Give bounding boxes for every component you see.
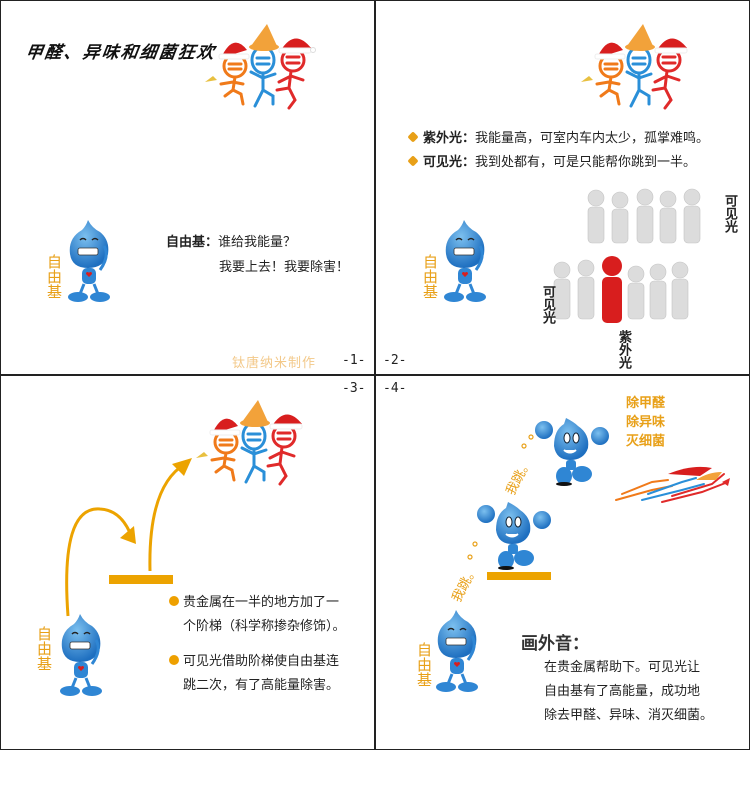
crowd-label-ultraviolet: 紫外光 xyxy=(616,330,631,369)
bullet-2-line-2: 跳二次，有了高能量除害。 xyxy=(183,678,340,693)
people-crowd-illustration-icon xyxy=(552,186,722,336)
crowd-label-left: 可见光 xyxy=(540,285,555,324)
jump-trail-dots xyxy=(376,376,750,754)
narration-heading: 画外音： xyxy=(521,634,589,654)
narration-line-3: 除去甲醛、异味、消灭细菌。 xyxy=(544,708,714,723)
party-stick-figures-icon xyxy=(579,24,701,110)
credit-text: 钛唐纳米制作 xyxy=(232,356,317,371)
crowd-label-top-right: 可见光 xyxy=(722,194,737,233)
page-number: -2- xyxy=(383,353,407,368)
circle-bullet-icon xyxy=(169,655,179,665)
speech-text-1: 谁给我能量？ xyxy=(218,235,297,250)
bullet-visible-light: 可见光：我到处都有，可是只能帮你跳到一半。 xyxy=(407,153,697,173)
comic-panel-3: -3- 自 xyxy=(0,376,374,750)
bullet-2-line-1: 可见光借助阶梯使自由基连 xyxy=(169,652,339,672)
bullet-text: 可见光借助阶梯使自由基连 xyxy=(183,654,340,669)
character-label: 自由基 xyxy=(35,626,53,671)
free-radical-character-worried-icon xyxy=(440,218,492,304)
panel-title: 甲醛、异味和细菌狂欢 xyxy=(24,43,218,63)
speech-line-2: 我要上去！我要除害！ xyxy=(219,260,350,275)
diamond-bullet-icon xyxy=(407,131,419,143)
bullet-ultraviolet: 紫外光：我能量高，可室内车内太少，孤掌难鸣。 xyxy=(407,129,710,149)
page-number: -4- xyxy=(383,381,407,396)
jump-arrows-icon xyxy=(0,376,374,754)
party-stick-figures-icon xyxy=(194,400,316,486)
bullet-term: 紫外光 xyxy=(423,131,463,146)
bullet-text: 我能量高，可室内车内太少，孤掌难鸣。 xyxy=(475,131,710,146)
effect-kill-bacteria: 灭细菌 xyxy=(626,434,666,449)
speaker-name: 自由基 xyxy=(166,235,206,250)
speech-line-1: 自由基：谁给我能量？ xyxy=(166,233,296,253)
speaker-colon: ： xyxy=(205,235,219,250)
bullet-text: 我到处都有，可是只能帮你跳到一半。 xyxy=(475,155,697,170)
energy-step-bar xyxy=(487,572,551,580)
page-number: -1- xyxy=(342,353,366,368)
character-label: 自由基 xyxy=(421,254,439,299)
effect-remove-formaldehyde: 除甲醛 xyxy=(626,396,666,411)
comic-panel-4: -4- 除甲醛 除异味 灭细菌 xyxy=(376,376,750,750)
bullet-1-line-1: 贵金属在一半的地方加了一 xyxy=(169,593,339,613)
free-radical-character-worried-icon xyxy=(56,612,108,698)
narration-line-2: 自由基有了高能量，成功地 xyxy=(544,684,701,699)
page-number: -3- xyxy=(342,381,366,396)
fleeing-stick-figures-icon xyxy=(612,460,732,504)
character-label: 自由基 xyxy=(45,254,63,299)
comic-panel-1: 甲醛、异味和细菌狂欢 xyxy=(0,0,374,374)
narration-line-1: 在贵金属帮助下。可见光让 xyxy=(544,660,701,675)
comic-panel-2: 紫外光：我能量高，可室内车内太少，孤掌难鸣。 可见光：我到处都有，可是只能帮你跳… xyxy=(376,0,750,374)
party-stick-figures-icon xyxy=(203,24,325,110)
bullet-colon: ： xyxy=(462,131,476,146)
free-radical-character-worried-icon xyxy=(64,218,116,304)
bullet-text: 贵金属在一半的地方加了一 xyxy=(183,595,340,610)
free-radical-character-jumping-icon xyxy=(534,416,610,486)
circle-bullet-icon xyxy=(169,596,179,606)
free-radical-character-jumping-icon xyxy=(476,500,552,570)
effect-remove-odor: 除异味 xyxy=(626,415,666,430)
energy-step-bar xyxy=(109,575,173,584)
diamond-bullet-icon xyxy=(407,155,419,167)
bullet-term: 可见光 xyxy=(423,155,463,170)
free-radical-character-worried-icon xyxy=(432,608,484,694)
bullet-1-line-2: 个阶梯（科学称掺杂修饰）。 xyxy=(183,619,346,634)
character-label: 自由基 xyxy=(415,642,433,687)
panel-divider-horizontal xyxy=(0,374,750,376)
bullet-colon: ： xyxy=(462,155,476,170)
